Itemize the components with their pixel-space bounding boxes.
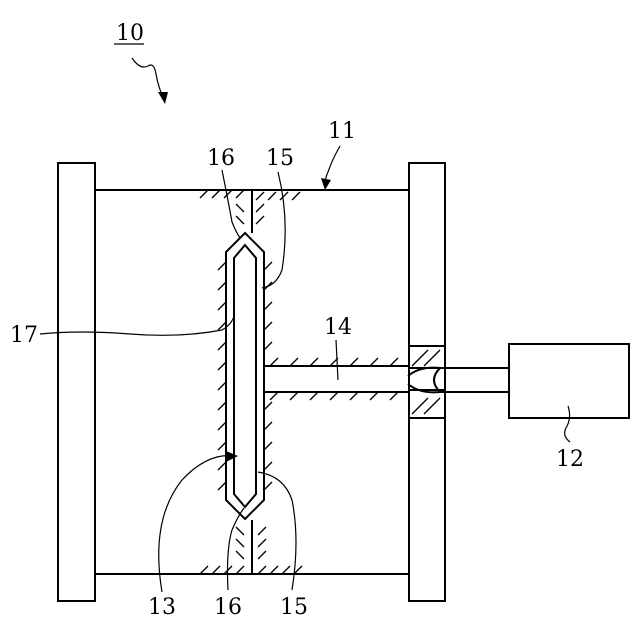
leader-13 <box>159 456 236 593</box>
label-17: 17 <box>10 323 38 348</box>
nozzle-hatch <box>412 350 440 414</box>
cavity-outline <box>226 233 264 519</box>
left-platen <box>58 163 95 601</box>
nozzle-block-bottom <box>409 390 445 418</box>
label-13: 13 <box>148 595 176 620</box>
leader-17 <box>40 316 234 335</box>
nozzle <box>408 368 509 393</box>
right-platen <box>409 163 445 601</box>
label-10: 10 <box>116 21 144 46</box>
label-16-bottom: 16 <box>214 595 242 620</box>
runner-hatch <box>270 358 398 400</box>
injector-box <box>509 344 629 418</box>
insert-outline <box>234 245 256 507</box>
label-12: 12 <box>556 447 584 472</box>
arrow-13 <box>226 451 238 462</box>
label-11: 11 <box>328 119 356 144</box>
label-15-bottom: 15 <box>280 595 308 620</box>
label-15-top: 15 <box>266 146 294 171</box>
nozzle-tip <box>434 368 440 392</box>
leader-12 <box>565 406 570 442</box>
arrow-10 <box>158 92 168 104</box>
label-14: 14 <box>324 315 352 340</box>
arrow-11 <box>321 178 331 190</box>
label-16-top: 16 <box>207 146 235 171</box>
leader-16-bottom <box>228 508 245 590</box>
cavity-hatch-right <box>264 262 272 490</box>
leader-16-top <box>222 170 240 238</box>
nozzle-block-top <box>409 346 445 368</box>
